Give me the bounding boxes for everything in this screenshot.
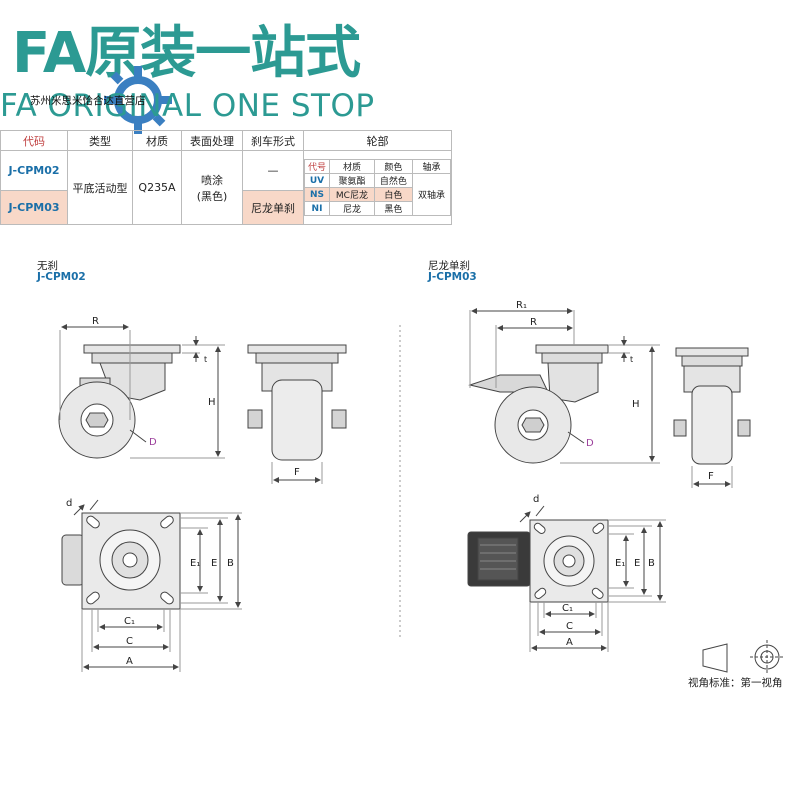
- header-material: 材质: [132, 130, 182, 151]
- spec-table: 代码 类型 材质 表面处理 刹车形式 轮部 J-CPM02 平底活动型 Q235…: [0, 130, 452, 225]
- dim-label-r: R: [92, 316, 99, 327]
- wheel-subtable: 代号 材质 颜色 轴承 UV 聚氨酯 自然色 双轴承 NS MC尼龙 白色: [304, 159, 452, 216]
- brand-banner: FA原装一站式 FA ORIGINAL ONE STOP 苏州米思米恰合达直营店: [0, 0, 800, 134]
- dim-label-c: C: [566, 621, 573, 632]
- header-brake: 刹车形式: [242, 130, 304, 151]
- right-front-view: [673, 347, 751, 488]
- left-front-view: [247, 344, 347, 484]
- logo-sub-text: FA ORIGINAL ONE STOP: [0, 88, 375, 124]
- dim-label-c1: C₁: [124, 616, 135, 627]
- wheel-code: NI: [304, 201, 330, 216]
- dim-label-a: A: [126, 656, 133, 667]
- dim-label-f: F: [708, 471, 714, 482]
- dim-label-e1: E₁: [190, 558, 200, 569]
- dim-label-d-wheel: D: [149, 437, 157, 448]
- row-code-cpm02: J-CPM02: [0, 150, 68, 191]
- left-top-view: [61, 499, 242, 672]
- row-code-cpm03: J-CPM03: [0, 190, 68, 225]
- right-top-view: [467, 505, 666, 652]
- dim-label-e1: E₁: [615, 558, 625, 569]
- dim-label-c1: C₁: [562, 603, 573, 614]
- dim-label-d-wheel: D: [586, 438, 594, 449]
- dim-label-f: F: [294, 467, 300, 478]
- dim-label-h: H: [208, 397, 216, 408]
- first-angle-projection-icon: [702, 640, 784, 674]
- logo-main-text: FA原装一站式: [12, 21, 361, 86]
- dim-label-b: B: [648, 558, 655, 569]
- right-title: 尼龙单刹: [428, 260, 470, 272]
- right-side-view: [468, 308, 660, 464]
- wheel-color: 黑色: [373, 201, 413, 216]
- dim-label-r1: R₁: [516, 300, 527, 311]
- cell-material: Q235A: [132, 150, 182, 225]
- shop-name: 苏州米思米恰合达直营店: [30, 95, 146, 107]
- dim-label-d-hole: d: [66, 498, 72, 509]
- left-side-view: [58, 324, 225, 459]
- cell-type: 平底活动型: [67, 150, 133, 225]
- dim-label-h: H: [632, 399, 640, 410]
- left-title: 无刹: [37, 260, 58, 272]
- dim-label-e: E: [211, 558, 217, 569]
- right-code: J-CPM03: [428, 271, 477, 283]
- row-brake-cpm02: —: [242, 150, 304, 191]
- cell-wheel: 代号 材质 颜色 轴承 UV 聚氨酯 自然色 双轴承 NS MC尼龙 白色: [303, 150, 452, 225]
- header-type: 类型: [67, 130, 133, 151]
- dim-label-t: t: [630, 355, 633, 364]
- dim-label-a: A: [566, 637, 573, 648]
- row-brake-cpm03: 尼龙单刹: [242, 190, 304, 225]
- dim-label-d-hole: d: [533, 494, 539, 505]
- surface-line1: 喷涂: [201, 173, 223, 187]
- cell-surface: 喷涂 (黑色): [181, 150, 243, 225]
- view-standard-text: 视角标准：第一视角: [688, 676, 783, 689]
- dim-label-c: C: [126, 636, 133, 647]
- dim-label-t: t: [204, 355, 207, 364]
- dim-label-b: B: [227, 558, 234, 569]
- dim-label-r: R: [530, 317, 537, 328]
- gear-icon: [104, 66, 172, 134]
- dim-label-e: E: [634, 558, 640, 569]
- wheel-bearing: 双轴承: [411, 173, 452, 216]
- left-code: J-CPM02: [37, 271, 86, 283]
- surface-line2: (黑色): [196, 189, 228, 203]
